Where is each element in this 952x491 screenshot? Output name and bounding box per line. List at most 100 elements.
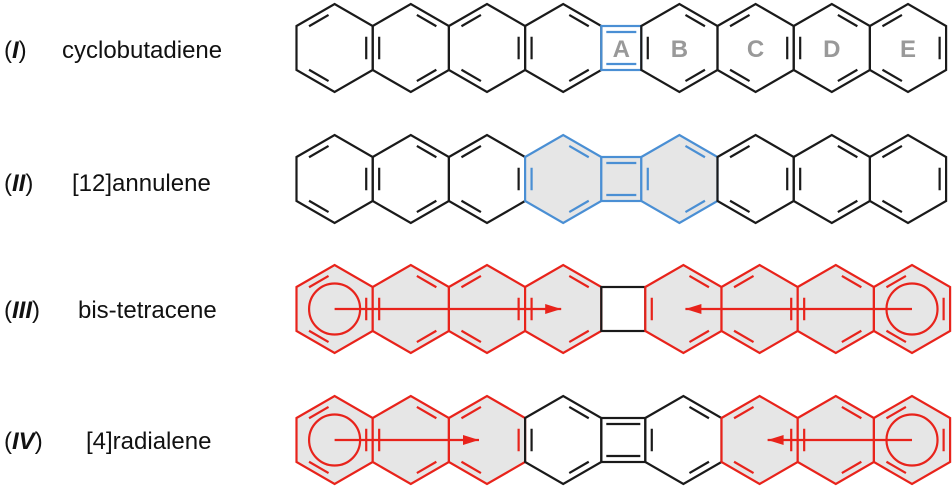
- right-ring-4-double-bond: [881, 199, 903, 213]
- right-ring-4-double-bond: [881, 14, 903, 28]
- left-arrow-head: [545, 304, 562, 314]
- left-ring-1: [295, 133, 374, 225]
- right-ring-1: [640, 133, 719, 225]
- right-ring-3-double-bond: [841, 460, 862, 474]
- left-ring-1: [295, 2, 374, 94]
- right-ring-3-double-bond: [837, 199, 858, 213]
- left-ring-4-double-bond: [568, 275, 590, 289]
- row-2: (II) [12]annulene: [4, 133, 948, 225]
- left-ring-1-double-bond: [308, 199, 330, 213]
- ring-letter-c: C: [747, 36, 764, 63]
- right-ring-3-double-bond: [841, 329, 862, 343]
- right-ring-2-double-bond: [733, 406, 755, 420]
- row-4-name: [4]radialene: [86, 428, 211, 455]
- left-ring-1-double-bond: [308, 14, 330, 28]
- left-ring-4-double-bond: [568, 145, 590, 159]
- left-ring-4: [523, 2, 603, 94]
- left-ring-2-double-bond: [416, 14, 437, 28]
- left-ring-3-double-bond: [460, 68, 482, 82]
- right-ring-3-double-bond: [841, 275, 862, 289]
- right-ring-4-double-bond: [885, 406, 907, 420]
- right-ring-3-double-bond: [837, 68, 858, 82]
- left-ring-3-double-bond: [460, 275, 482, 289]
- right-ring-4-double-bond: [885, 275, 907, 289]
- left-ring-1-double-bond: [308, 145, 330, 159]
- left-ring-4-double-bond: [568, 329, 590, 343]
- row-4: (IV) [4]radialene: [4, 394, 952, 486]
- left-ring-3-double-bond: [460, 145, 482, 159]
- right-ring-1: [644, 394, 723, 486]
- left-ring-3-double-bond: [460, 14, 482, 28]
- right-ring-1-double-bond: [688, 460, 710, 474]
- right-ring-3-double-bond: [841, 406, 862, 420]
- left-ring-2-double-bond: [416, 145, 437, 159]
- right-ring-1-double-bond: [684, 68, 706, 82]
- ring-letter-b: B: [671, 36, 688, 63]
- row-3: (III) bis-tetracene: [4, 263, 952, 355]
- left-ring-4: [523, 394, 603, 486]
- left-ring-4: [523, 133, 603, 225]
- row-2-roman: II: [12, 170, 27, 197]
- right-ring-4-double-bond: [885, 329, 907, 343]
- right-ring-3-double-bond: [837, 145, 858, 159]
- right-ring-2: [716, 133, 795, 225]
- right-ring-2-double-bond: [733, 329, 755, 343]
- right-ring-2-double-bond: [729, 68, 751, 82]
- left-ring-3-double-bond: [460, 199, 482, 213]
- right-ring-4: [868, 133, 948, 225]
- right-ring-4-double-bond: [881, 145, 903, 159]
- right-ring-2-double-bond: [733, 460, 755, 474]
- right-ring-1-double-bond: [684, 199, 706, 213]
- left-ring-2-double-bond: [416, 68, 437, 82]
- left-ring-1-double-bond: [308, 406, 330, 420]
- left-ring-1-double-bond: [308, 460, 330, 474]
- left-ring-3-double-bond: [460, 460, 482, 474]
- right-ring-4: [868, 2, 948, 94]
- row-1-label: (I): [4, 37, 27, 64]
- left-ring-2-double-bond: [416, 406, 437, 420]
- left-ring-4-double-bond: [568, 406, 590, 420]
- right-ring-4-double-bond: [885, 460, 907, 474]
- left-ring-2-double-bond: [416, 199, 437, 213]
- row-4-label: (IV): [4, 428, 43, 455]
- right-arrow-head: [685, 304, 702, 314]
- right-ring-2-double-bond: [729, 14, 751, 28]
- left-ring-4-double-bond: [568, 68, 590, 82]
- left-ring-3: [447, 2, 527, 94]
- right-ring-1-double-bond: [688, 275, 710, 289]
- row-1-roman: I: [12, 37, 20, 64]
- row-3-roman: III: [12, 297, 33, 324]
- right-ring-1-double-bond: [688, 329, 710, 343]
- ring-letter-d: D: [823, 36, 840, 63]
- left-ring-2-double-bond: [416, 275, 437, 289]
- right-ring-1-double-bond: [684, 145, 706, 159]
- left-ring-2: [371, 133, 450, 225]
- left-ring-3: [447, 133, 527, 225]
- row-2-label: (II): [4, 170, 33, 197]
- row-3-name: bis-tetracene: [78, 297, 217, 324]
- row-1-name: cyclobutadiene: [62, 37, 222, 64]
- row-3-label: (III): [4, 297, 40, 324]
- right-ring-2-double-bond: [733, 275, 755, 289]
- left-arrow-head: [463, 435, 479, 445]
- right-ring-4-double-bond: [881, 68, 903, 82]
- left-ring-2-double-bond: [416, 460, 437, 474]
- right-ring-3-double-bond: [837, 14, 858, 28]
- left-ring-3-double-bond: [460, 329, 482, 343]
- right-ring-2-double-bond: [729, 145, 751, 159]
- left-ring-4-double-bond: [568, 460, 590, 474]
- right-ring-1-double-bond: [684, 14, 706, 28]
- left-ring-3-double-bond: [460, 406, 482, 420]
- molecule-2: [295, 133, 948, 225]
- left-ring-2-double-bond: [416, 329, 437, 343]
- left-ring-4-double-bond: [568, 199, 590, 213]
- right-arrow-head: [767, 435, 784, 445]
- left-ring-4-double-bond: [568, 14, 590, 28]
- left-ring-1-double-bond: [308, 275, 330, 289]
- central-four-ring: [600, 285, 647, 333]
- left-ring-2: [371, 2, 450, 94]
- left-ring-1-double-bond: [308, 329, 330, 343]
- right-ring-1-double-bond: [688, 406, 710, 420]
